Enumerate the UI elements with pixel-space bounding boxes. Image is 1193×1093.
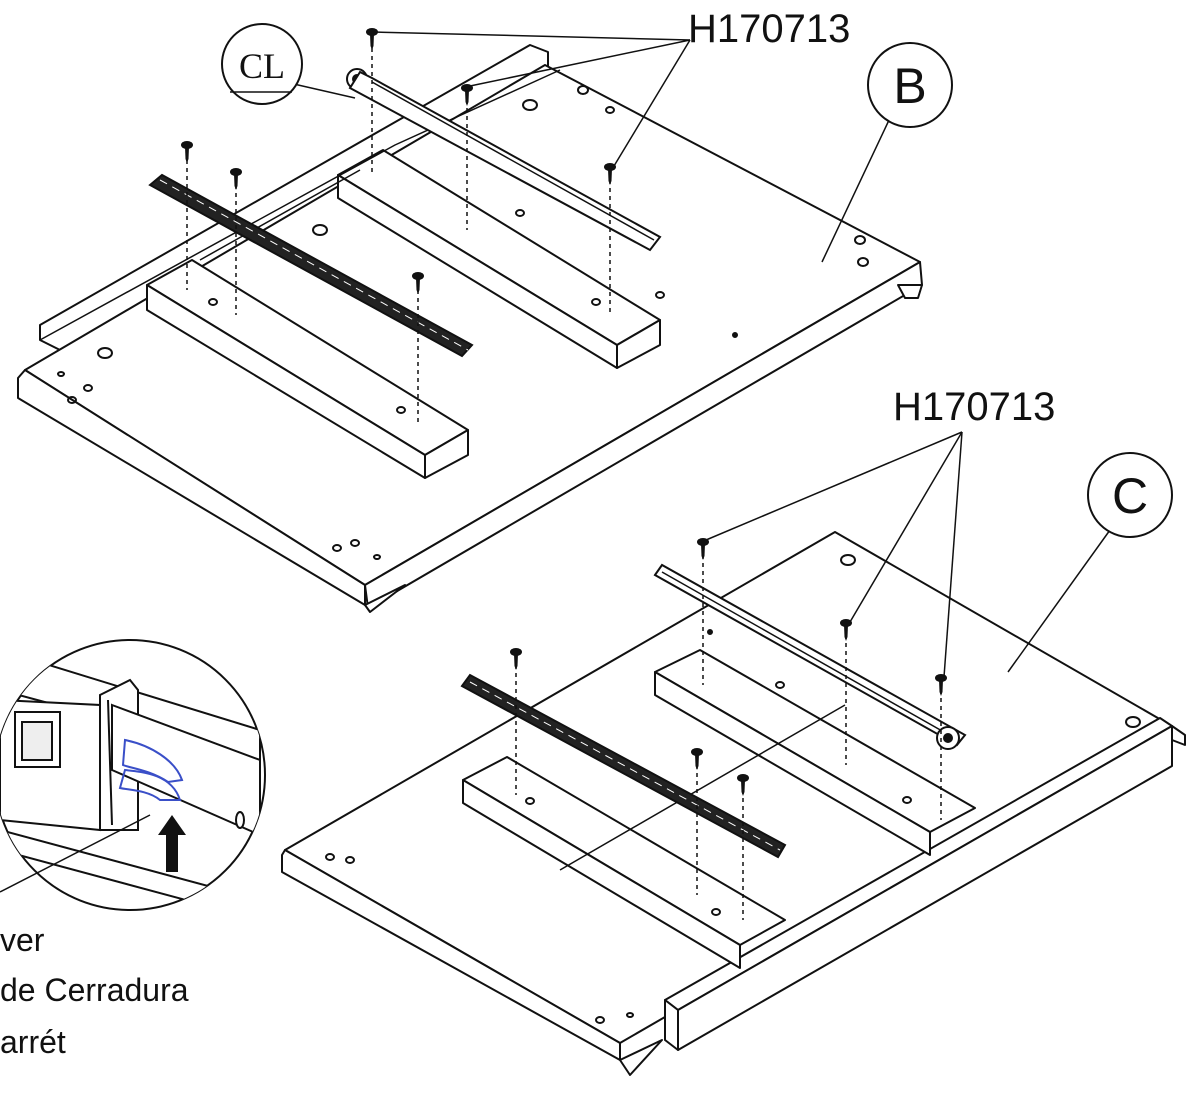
detail-cl-label: CL	[239, 46, 285, 86]
panel-c-front-rail-face	[664, 999, 679, 1051]
panel-b-leaders	[284, 31, 891, 263]
arrow-up-icon	[158, 815, 186, 872]
panel-c-batten-right-front	[654, 671, 931, 856]
panel-c-label-circle	[1087, 452, 1173, 538]
panel-c-label: C	[1112, 468, 1148, 524]
drawer-slide-b-right	[346, 68, 662, 252]
detail-cl-circle	[221, 23, 303, 105]
panel-b-foot	[364, 584, 406, 613]
panel-c-foot	[619, 1039, 663, 1076]
lever-text-line-3: arrét	[0, 1024, 66, 1060]
drawer-slide-b-left	[148, 173, 474, 358]
panel-b	[17, 44, 923, 613]
panel-b-holes	[57, 85, 869, 560]
panel-c-batten-left-front	[462, 779, 741, 969]
lever-highlight	[121, 738, 184, 784]
panel-b-label-circle	[867, 42, 953, 128]
panel-c-leaders	[705, 431, 1111, 678]
part-code-bottom: H170713	[893, 385, 1056, 429]
part-code-top: H170713	[688, 7, 851, 51]
lever-detail	[0, 639, 266, 911]
panel-b-foot-right	[897, 284, 923, 299]
panel-c-front-rail-long	[677, 725, 1173, 1051]
lever-text-line-1: ver	[0, 922, 45, 958]
panel-b-front-edge	[17, 369, 366, 606]
panel-c-holes	[325, 554, 1141, 1024]
panel-c-front-edge	[281, 849, 621, 1061]
panel-b-batten-left-end	[424, 429, 469, 479]
drawer-slide-c-left	[460, 673, 787, 859]
drawer-slide-c-right	[653, 563, 967, 750]
panel-c	[281, 531, 1186, 1076]
panel-b-batten-right-end	[616, 319, 661, 369]
panel-b-label: B	[893, 58, 926, 114]
panel-c-screws	[515, 555, 942, 920]
panel-b-screws	[186, 40, 611, 422]
lever-text-line-2: de Cerradura	[0, 972, 189, 1008]
